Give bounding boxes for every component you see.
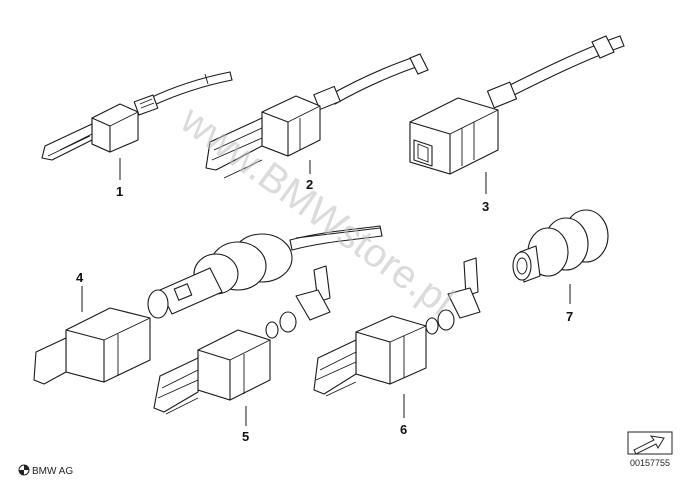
callout-2: 2: [306, 177, 313, 192]
part-5-connector: [153, 265, 331, 415]
callout-1: 1: [116, 184, 123, 199]
document-number: 00157755: [630, 458, 670, 468]
part-2-connector: [205, 53, 429, 179]
callout-6: 6: [400, 422, 407, 437]
callout-5: 5: [242, 429, 249, 444]
part-7-seal: [512, 209, 609, 283]
callout-7: 7: [566, 309, 573, 324]
part-6-connector: [313, 257, 481, 397]
callout-3: 3: [482, 199, 489, 214]
brand-label: BMW AG: [32, 466, 73, 477]
bmw-logo: [18, 464, 30, 476]
callout-4: 4: [76, 270, 84, 285]
part-4-connector: [33, 225, 383, 385]
arrow-icon: [627, 431, 673, 455]
part-1-connector: [41, 71, 233, 161]
part-3-connector: [409, 35, 625, 175]
